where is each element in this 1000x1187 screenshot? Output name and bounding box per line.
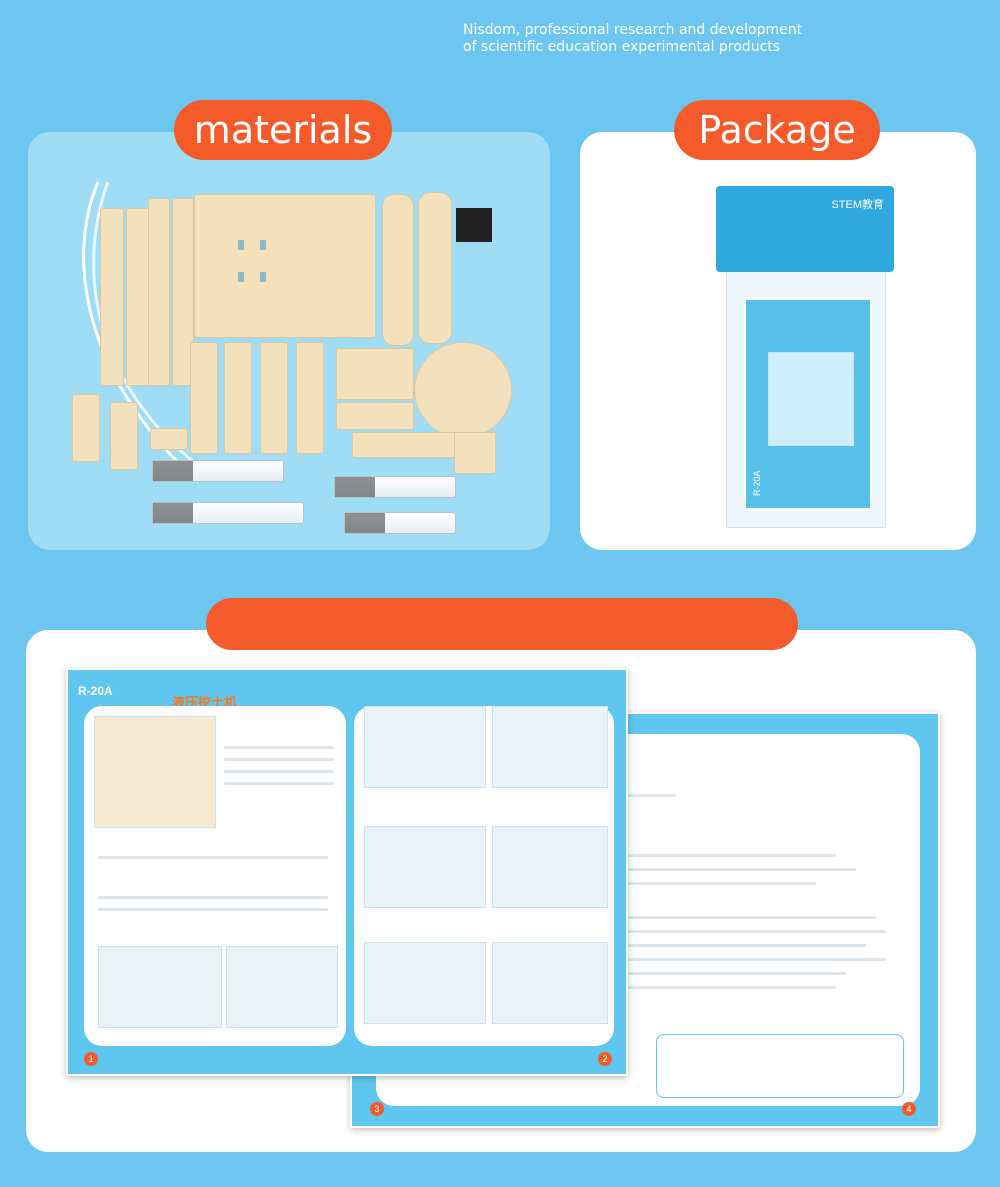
materials-panel [28,132,550,550]
wood-connector [352,432,464,458]
wood-arm [418,192,452,344]
manual-front-spread: R-20A 液压挖土机 1 2 [66,668,628,1076]
wood-bucket-part [336,348,414,400]
text-line [224,746,334,749]
slot [260,240,266,250]
syringe [152,502,304,524]
package-model: R-20A [752,470,762,496]
wood-l-bracket [296,342,324,454]
step-image [364,706,486,788]
package-card [744,298,872,510]
wood-bar [100,208,124,386]
manual-section-banner [206,598,798,650]
slot [260,272,266,282]
package-header: STEM教育 [716,186,894,272]
package-card-image [768,352,854,446]
tagline-line-1: Nisdom, professional research and develo… [463,22,803,38]
text-line [416,958,886,961]
text-line [98,908,328,911]
wood-l-bracket [260,342,288,454]
step-image [364,942,486,1024]
package-stem-text: STEM教育 [831,199,884,211]
page-number: 4 [902,1102,916,1116]
text-line [224,758,334,761]
slot [238,272,244,282]
syringe [344,512,456,534]
page-number: 1 [84,1052,98,1066]
text-line [98,896,328,899]
step-image [492,942,608,1024]
text-line [416,972,846,975]
text-line [98,856,328,859]
materials-label: materials [174,100,392,160]
excavator-image [94,716,216,828]
page-number: 3 [370,1102,384,1116]
text-line [224,770,334,773]
page-number: 2 [598,1052,612,1066]
text-line [224,782,334,785]
step-image [98,946,222,1028]
manual-left-page [84,706,346,1046]
text-line [416,916,876,919]
text-line [416,930,886,933]
tagline-line-2: of scientific education experimental pro… [463,39,781,55]
note-box [656,1034,904,1098]
step-image [226,946,338,1028]
step-image [492,706,608,788]
text-line [416,868,856,871]
wood-l-bracket [224,342,252,454]
package-label: Package [674,100,880,160]
slot [238,240,244,250]
wood-block [110,402,138,470]
wood-bucket-part [336,402,414,430]
tagline: Nisdom, professional research and develo… [463,22,802,56]
step-image [492,826,608,908]
wood-small-part [150,428,188,450]
wood-l-bracket [190,342,218,454]
wood-arm [382,194,414,346]
sponge-square [456,208,492,242]
wood-round-plate [414,342,512,438]
wood-base-plate [194,194,376,338]
step-image [364,826,486,908]
syringe [334,476,456,498]
wood-small-part [454,432,496,474]
syringe [152,460,284,482]
package-photo: STEM教育 R-20A [716,186,894,528]
wood-bar [148,198,170,386]
manual-model: R-20A [78,684,113,698]
wood-block [72,394,100,462]
manual-right-page [354,706,614,1046]
wood-bar [172,198,194,386]
text-line [416,944,866,947]
wood-bar [126,208,150,386]
